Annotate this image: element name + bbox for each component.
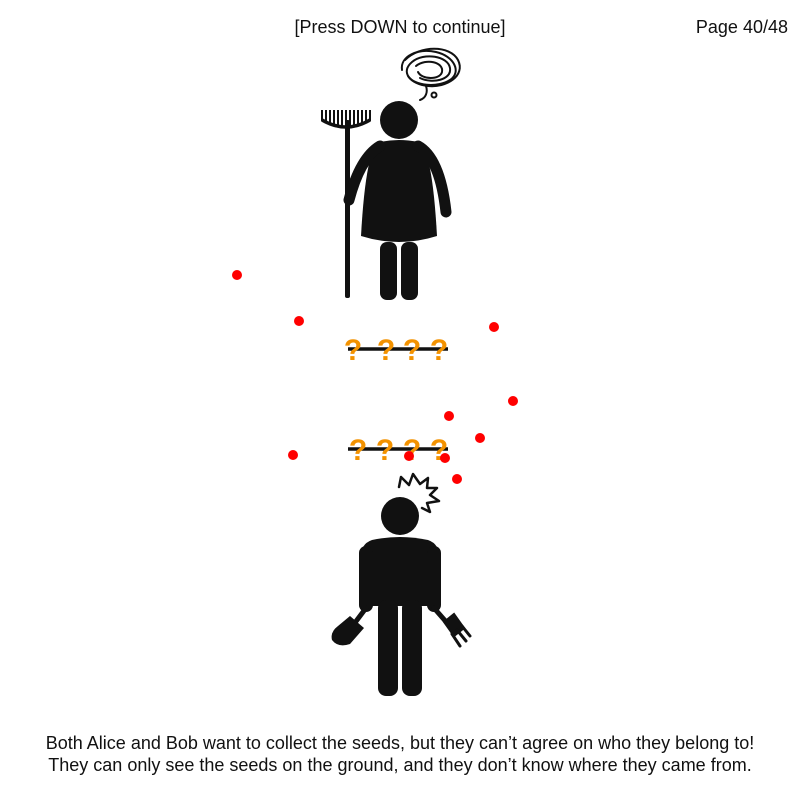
slot-question-mark: ?: [344, 334, 362, 367]
alice-figure: [321, 101, 452, 300]
seed: [444, 411, 454, 421]
slot-question-mark: ?: [376, 434, 394, 467]
seed: [294, 316, 304, 326]
anger-burst-icon: [397, 472, 441, 514]
seed: [440, 453, 450, 463]
seed: [489, 322, 499, 332]
page-counter: Page 40/48: [695, 17, 788, 37]
hand-fork-icon: [431, 605, 472, 648]
caption-line: Both Alice and Bob want to collect the s…: [45, 733, 755, 753]
seed: [232, 270, 242, 280]
slot-question-mark: ?: [430, 334, 448, 367]
story-caption: Both Alice and Bob want to collect the s…: [0, 732, 800, 776]
continue-hint: [Press DOWN to continue]: [294, 17, 506, 37]
slot-question-mark: ?: [403, 434, 421, 467]
seed: [475, 433, 485, 443]
seed: [288, 450, 298, 460]
rake-icon: [321, 110, 371, 298]
scribble-cloud-icon: [400, 47, 461, 101]
seeds: [232, 270, 518, 484]
seed: [452, 474, 462, 484]
seed: [404, 451, 414, 461]
slot-question-mark: ?: [403, 334, 421, 367]
slot-question-mark: ?: [349, 434, 367, 467]
bob-figure: [359, 497, 441, 696]
slot-question-mark: ?: [377, 334, 395, 367]
top-seed-slots: ? ? ? ?: [344, 334, 448, 367]
bottom-seed-slots: ? ? ? ?: [348, 434, 448, 467]
seed: [508, 396, 518, 406]
caption-line: They can only see the seeds on the groun…: [48, 755, 752, 775]
trowel-icon: [331, 605, 369, 646]
